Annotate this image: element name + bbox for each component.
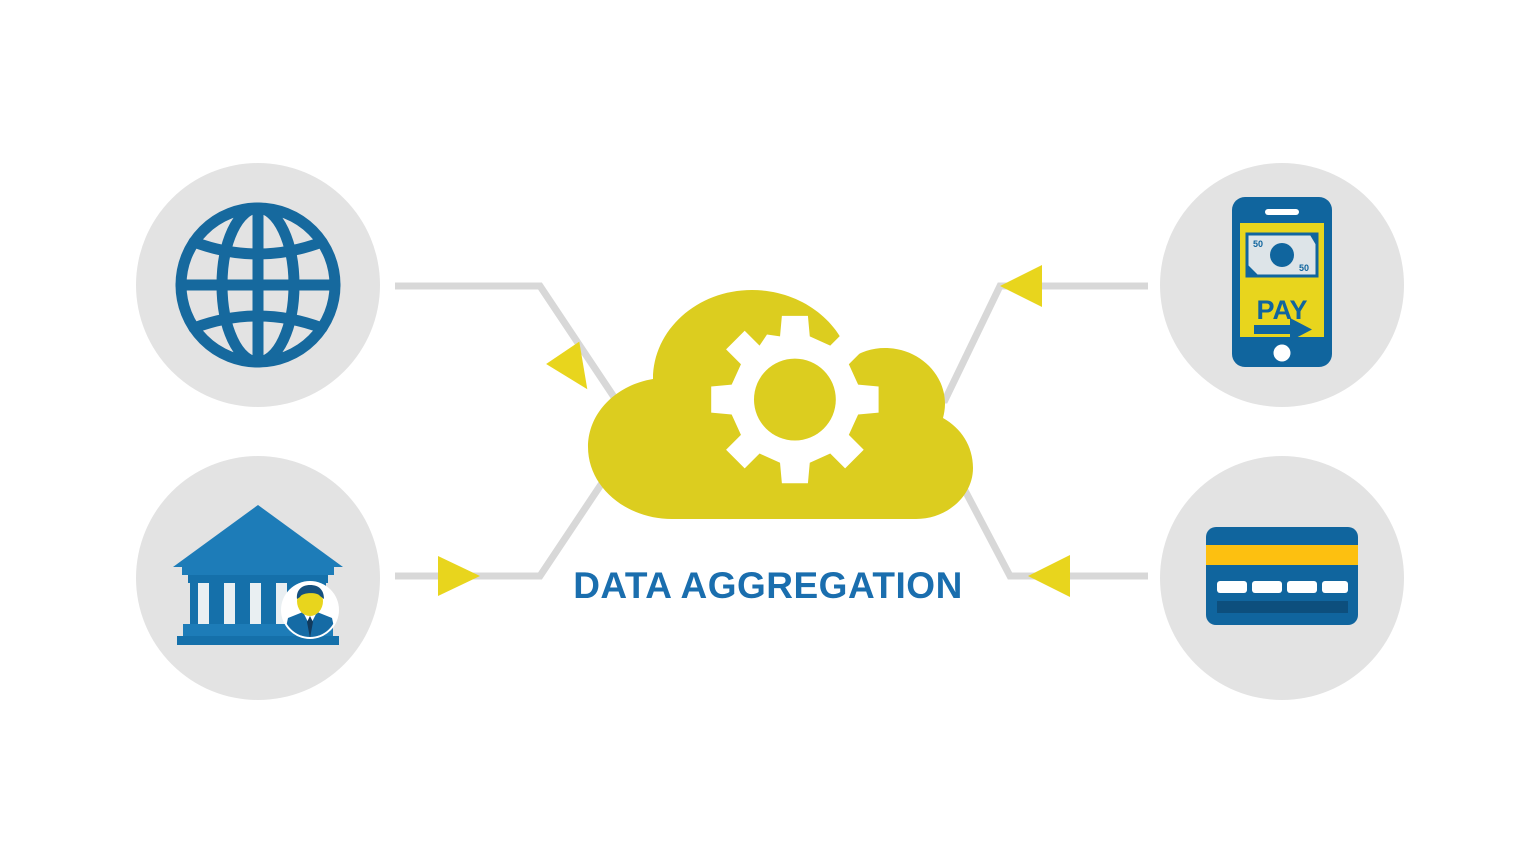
connector-arrowheads [438,265,1070,597]
page-title: DATA AGGREGATION [573,565,963,606]
banknote-icon: 50 50 [1245,232,1319,278]
banknote-value-top: 50 [1253,239,1263,249]
banknote-value-bottom: 50 [1299,263,1309,273]
arrowhead-hub-to-mobile [1000,265,1042,307]
mobile-payment-icon: 50 50 PAY [1232,197,1332,367]
node-mobile-pay[interactable]: 50 50 PAY [1160,163,1404,407]
bank-person-avatar [281,581,339,639]
globe-icon [175,202,341,368]
connector-hub-to-mobile [905,282,1148,404]
connector-globe-to-hub [395,282,660,404]
gear-icon [711,315,879,484]
arrowhead-hub-to-card [1028,555,1070,597]
pay-arrow-icon [1254,318,1312,341]
credit-card-icon [1206,527,1358,625]
arrowhead-bank-to-hub [438,556,480,596]
node-globe[interactable] [136,163,380,407]
pay-label: PAY [1256,295,1307,325]
node-bank[interactable] [136,456,380,700]
arrowhead-globe-to-hub [546,341,588,390]
cloud-hub[interactable] [588,290,973,519]
node-credit-card[interactable] [1160,456,1404,700]
